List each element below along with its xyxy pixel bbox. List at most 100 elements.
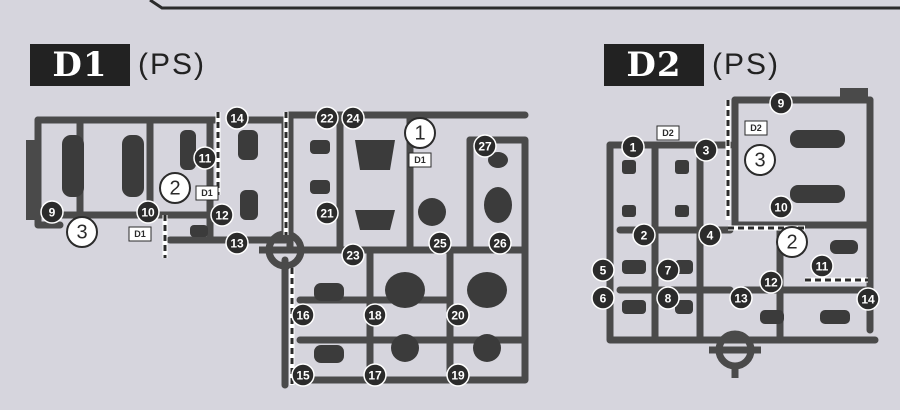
d1-header-title: D1 <box>52 45 108 85</box>
callout-number: 12 <box>215 209 229 223</box>
d2-header-material: (PS) <box>712 48 780 81</box>
d1-part-m <box>314 283 344 301</box>
part-tag-box <box>656 125 680 141</box>
callout-badge <box>591 286 615 310</box>
callout-d1-9: 9 <box>40 200 64 224</box>
callout-d2-6: 6 <box>591 286 615 310</box>
callout-ring <box>159 172 191 204</box>
part-tag-text: D1 <box>134 229 146 239</box>
callout-number: 4 <box>707 229 714 243</box>
callout-number: 8 <box>665 292 672 306</box>
callout-number: 14 <box>861 293 875 307</box>
callout-d2-7: 7 <box>656 258 680 282</box>
callout-number: 2 <box>169 178 180 200</box>
d2-part-b <box>675 160 689 174</box>
callout-d2-3: 3 <box>694 138 718 162</box>
callout-d1-23: 23 <box>341 243 365 267</box>
callout-number: 9 <box>778 97 785 111</box>
callout-badge <box>40 200 64 224</box>
callout-badge <box>225 231 249 255</box>
callout-d2-13: 13 <box>729 286 753 310</box>
callout-d1-14: 14 <box>225 106 249 130</box>
callout-badge <box>446 363 470 387</box>
callout-badge <box>759 270 783 294</box>
page-top-border <box>149 0 900 10</box>
d1-part-c <box>180 130 196 170</box>
callout-number: 1 <box>414 123 425 145</box>
callout-d1-11: 11 <box>193 146 217 170</box>
callout-d1-12: 12 <box>210 203 234 227</box>
callout-badge <box>428 231 452 255</box>
callout-badge <box>136 200 160 224</box>
callout-ring <box>66 216 98 248</box>
callout-number: 18 <box>368 309 382 323</box>
callout-number: 11 <box>199 152 212 166</box>
part-tag-d2: D2 <box>744 120 768 136</box>
callout-d2-3-highlight: 3 <box>744 144 776 176</box>
part-tag-text: D2 <box>662 128 674 138</box>
callout-d2-9: 9 <box>769 91 793 115</box>
d1-part-o <box>385 272 425 308</box>
callout-badge <box>291 303 315 327</box>
d2-header-box <box>604 44 704 86</box>
callout-number: 14 <box>230 112 244 126</box>
callout-badge <box>210 203 234 227</box>
d1-part-d <box>238 130 258 160</box>
callout-number: 27 <box>478 140 492 154</box>
callout-badge <box>769 195 793 219</box>
callout-badge <box>769 91 793 115</box>
callout-d1-15: 15 <box>291 363 315 387</box>
callout-ring <box>776 226 808 258</box>
callout-badge <box>446 303 470 327</box>
callout-d1-16: 16 <box>291 303 315 327</box>
d2-part-i <box>790 130 845 148</box>
part-tag-text: D1 <box>414 155 426 165</box>
callout-number: 24 <box>346 112 360 126</box>
callout-badge <box>341 243 365 267</box>
d2-part-k <box>830 240 858 254</box>
callout-number: 20 <box>451 309 465 323</box>
callout-number: 15 <box>296 369 310 383</box>
callout-d1-10: 10 <box>136 200 160 224</box>
callout-number: 10 <box>774 201 788 215</box>
part-tag-text: D1 <box>201 188 213 198</box>
callout-d1-19: 19 <box>446 363 470 387</box>
d1-part-q <box>467 272 507 308</box>
d2-runner-mid <box>731 96 874 229</box>
d2-part-m <box>820 310 850 324</box>
part-tag-d1: D1 <box>195 185 219 201</box>
d2-part-e <box>622 260 646 274</box>
d1-part-k <box>484 187 512 223</box>
callout-number: 3 <box>703 144 710 158</box>
d1-part-e <box>240 190 258 220</box>
callout-badge <box>193 146 217 170</box>
d2-part-a <box>622 160 636 174</box>
callout-badge <box>621 135 645 159</box>
part-tag-box <box>195 185 219 201</box>
callout-number: 2 <box>641 229 648 243</box>
callout-number: 5 <box>600 264 607 278</box>
callout-number: 3 <box>76 222 87 244</box>
callout-number: 6 <box>600 292 607 306</box>
callout-d1-13: 13 <box>225 231 249 255</box>
part-tag-box <box>128 226 152 242</box>
part-tag-d1: D1 <box>408 152 432 168</box>
d1-header-box <box>30 44 130 86</box>
callout-number: 1 <box>630 141 637 155</box>
callout-badge <box>363 303 387 327</box>
callout-number: 2 <box>786 232 797 254</box>
callout-badge <box>291 363 315 387</box>
d1-tab-left <box>26 140 40 220</box>
d1-part-r <box>473 334 501 362</box>
part-tag-d1: D1 <box>128 226 152 242</box>
callout-badge <box>656 258 680 282</box>
callout-badge <box>591 258 615 282</box>
d1-part-f <box>310 140 330 154</box>
d1-part-l <box>488 152 508 168</box>
part-tag-d2: D2 <box>656 125 680 141</box>
callout-number: 19 <box>451 369 465 383</box>
callout-d1-22: 22 <box>315 106 339 130</box>
callout-number: 17 <box>368 369 382 383</box>
callout-d2-1: 1 <box>621 135 645 159</box>
